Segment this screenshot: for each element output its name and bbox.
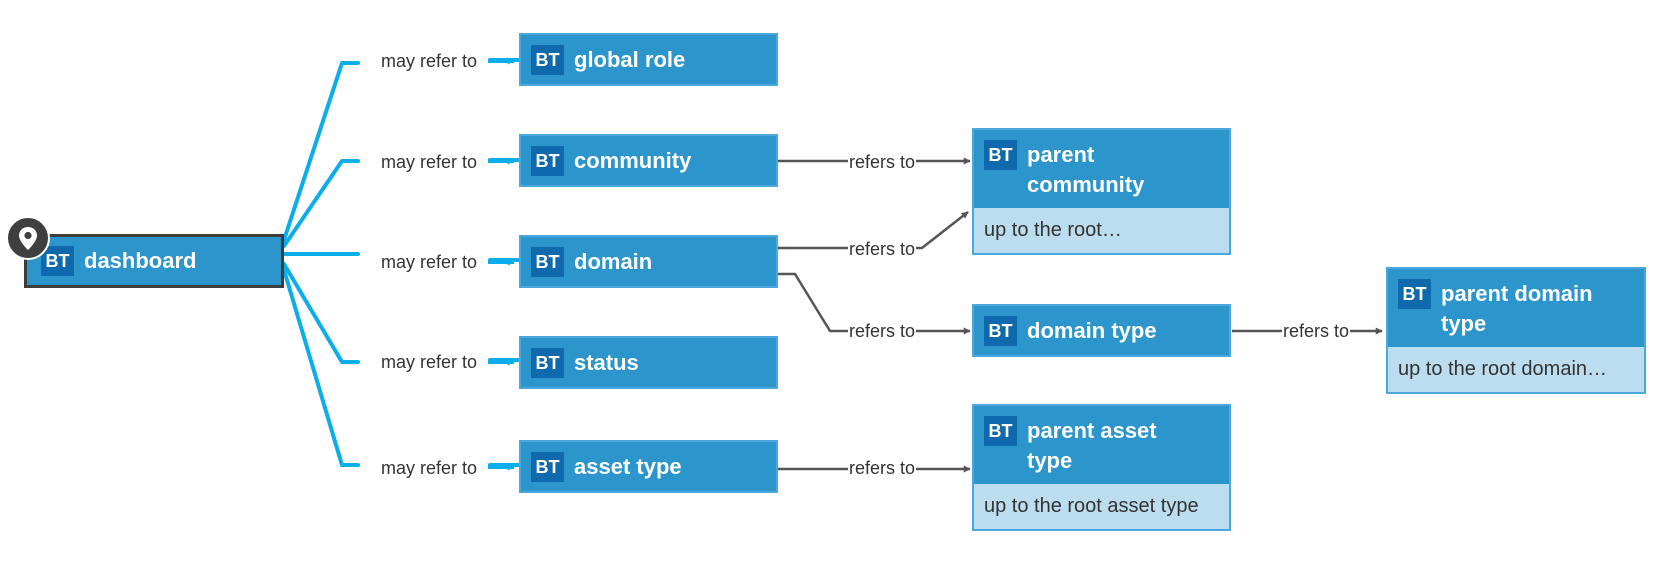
node-domain-type[interactable]: BT domain type <box>972 304 1231 357</box>
edge-label-refers-to: refers to <box>848 457 917 479</box>
edge-domain-parent-community <box>778 211 969 250</box>
bt-badge: BT <box>984 140 1017 170</box>
edge-label-may-refer-to: may refer to <box>380 151 479 173</box>
bt-badge: BT <box>1398 279 1431 309</box>
node-note: up to the root… <box>974 208 1229 253</box>
node-community[interactable]: BT community <box>519 134 778 187</box>
node-note: up to the root domain… <box>1388 347 1644 392</box>
bt-badge: BT <box>531 348 564 378</box>
node-parent-asset-type[interactable]: BT parent asset type up to the root asse… <box>972 404 1231 531</box>
bt-badge: BT <box>984 416 1017 446</box>
edge-label-may-refer-to: may refer to <box>380 457 479 479</box>
bt-badge: BT <box>41 246 74 276</box>
bt-badge: BT <box>531 146 564 176</box>
node-note: up to the root asset type <box>974 484 1229 529</box>
bt-badge: BT <box>531 452 564 482</box>
edge-dashboard-global-role <box>282 61 360 242</box>
edge-label-refers-to: refers to <box>1282 320 1351 342</box>
edge-label-refers-to: refers to <box>848 151 917 173</box>
edge-label-may-refer-to: may refer to <box>380 351 479 373</box>
node-title: parent asset type <box>1027 418 1157 473</box>
bt-badge: BT <box>531 247 564 277</box>
node-title: status <box>574 350 639 375</box>
edge-dashboard-community <box>282 159 360 248</box>
node-asset-type[interactable]: BT asset type <box>519 440 778 493</box>
node-dashboard[interactable]: BT dashboard <box>24 234 284 288</box>
bt-badge: BT <box>984 316 1017 346</box>
node-title: domain type <box>1027 318 1157 343</box>
node-title: community <box>574 148 692 173</box>
node-title: domain <box>574 249 653 274</box>
edge-label-may-refer-to: may refer to <box>380 251 479 273</box>
node-title: parent community <box>1027 142 1145 197</box>
edge-dashboard-asset-type <box>282 268 360 467</box>
node-parent-domain-type[interactable]: BT parent domain type up to the root dom… <box>1386 267 1646 394</box>
node-title: asset type <box>574 454 682 479</box>
edge-dashboard-status <box>282 262 360 364</box>
node-title: dashboard <box>84 248 197 273</box>
node-status[interactable]: BT status <box>519 336 778 389</box>
node-parent-community[interactable]: BT parent community up to the root… <box>972 128 1231 255</box>
node-global-role[interactable]: BT global role <box>519 33 778 86</box>
node-domain[interactable]: BT domain <box>519 235 778 288</box>
node-title: global role <box>574 47 686 72</box>
edge-label-refers-to: refers to <box>848 320 917 342</box>
bt-badge: BT <box>531 45 564 75</box>
edge-label-may-refer-to: may refer to <box>380 50 479 72</box>
edge-label-refers-to: refers to <box>848 238 917 260</box>
location-pin-icon <box>6 216 50 260</box>
node-title: parent domain type <box>1441 281 1593 336</box>
